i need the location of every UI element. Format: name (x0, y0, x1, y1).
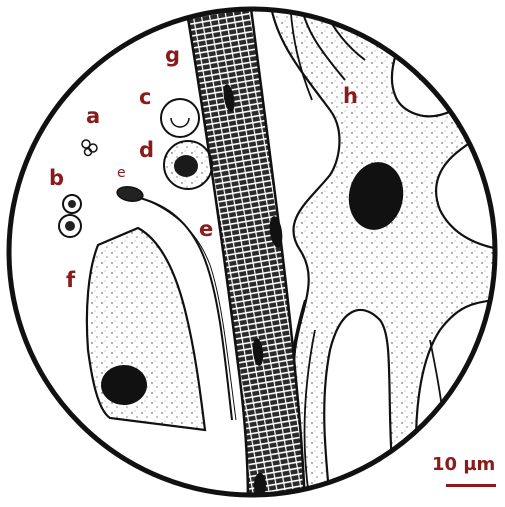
neuron-process (420, 0, 440, 80)
neuron-process (430, 340, 446, 503)
label-d: d (139, 140, 154, 161)
label-h: h (343, 86, 358, 107)
cell-d (164, 141, 212, 189)
label-e: e (199, 219, 213, 240)
neuron-h (270, 0, 505, 503)
label-c: c (139, 87, 151, 108)
scale-bar-label: 10 µm (432, 456, 495, 474)
scale-bar (446, 484, 496, 487)
cell-a (82, 140, 97, 156)
label-g: g (165, 45, 180, 66)
cell-g (161, 99, 199, 137)
label-a: a (86, 106, 100, 127)
cell-f (87, 228, 205, 430)
label-e-small: e (117, 166, 126, 180)
label-b: b (49, 168, 64, 189)
label-f: f (66, 270, 75, 291)
cell-b (59, 195, 81, 237)
